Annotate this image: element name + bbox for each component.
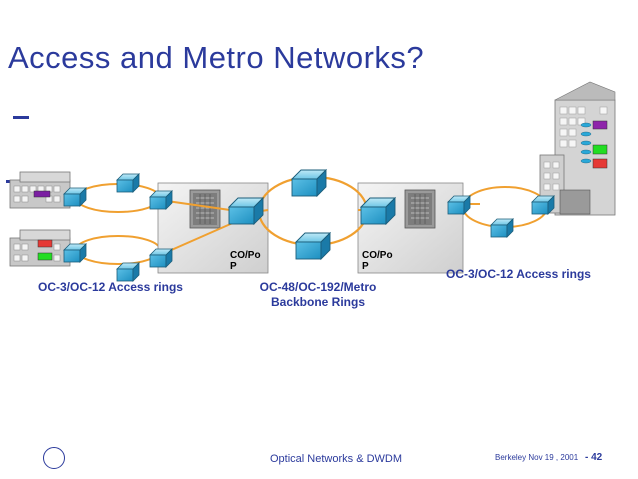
co-pop-right-label-line1: CO/Po: [362, 250, 393, 261]
co-pop-right-label-line2: P: [362, 261, 369, 272]
node-left-bottom-ring-east: [149, 248, 173, 268]
building-left-bottom-icon: [9, 229, 71, 267]
node-backbone-top: [291, 169, 327, 197]
footer-page-number: - 42: [585, 452, 603, 463]
node-left-bottom-ring-west: [63, 243, 87, 263]
co-pop-left-label: CO/Po P: [230, 250, 261, 272]
access-rings-left-label: OC-3/OC-12 Access rings: [38, 280, 183, 294]
access-rings-right-label: OC-3/OC-12 Access rings: [446, 267, 591, 281]
node-co-right-adm: [360, 197, 396, 225]
backbone-label-line2: Backbone Rings: [270, 295, 366, 309]
footer-course-title: Optical Networks & DWDM: [270, 453, 403, 465]
node-co-left-adm: [228, 197, 264, 225]
bullet-dash-top: [13, 116, 29, 119]
footer-logo-circle: [43, 447, 65, 469]
co-pop-right-label: CO/Po P: [362, 250, 393, 272]
co-pop-left-label-line1: CO/Po: [230, 250, 261, 261]
node-right-ring-west: [447, 195, 471, 215]
building-left-top-icon: [9, 171, 71, 209]
footer-date: Berkeley Nov 19 , 2001: [495, 453, 579, 462]
backbone-label-line1: OC-48/OC-192/Metro: [259, 280, 377, 294]
co-pop-left-label-line2: P: [230, 261, 237, 272]
node-right-ring-east: [531, 195, 555, 215]
node-left-top-ring-west: [63, 187, 87, 207]
node-left-top-ring-east: [149, 190, 173, 210]
node-left-top-ring-top: [116, 173, 140, 193]
node-left-bottom-ring-bottom: [116, 262, 140, 282]
node-backbone-bottom: [295, 232, 331, 260]
backbone-rings-label: OC-48/OC-192/Metro Backbone Rings: [244, 280, 392, 310]
node-right-ring-bottom: [490, 218, 514, 238]
slide-title: Access and Metro Networks?: [8, 40, 425, 75]
